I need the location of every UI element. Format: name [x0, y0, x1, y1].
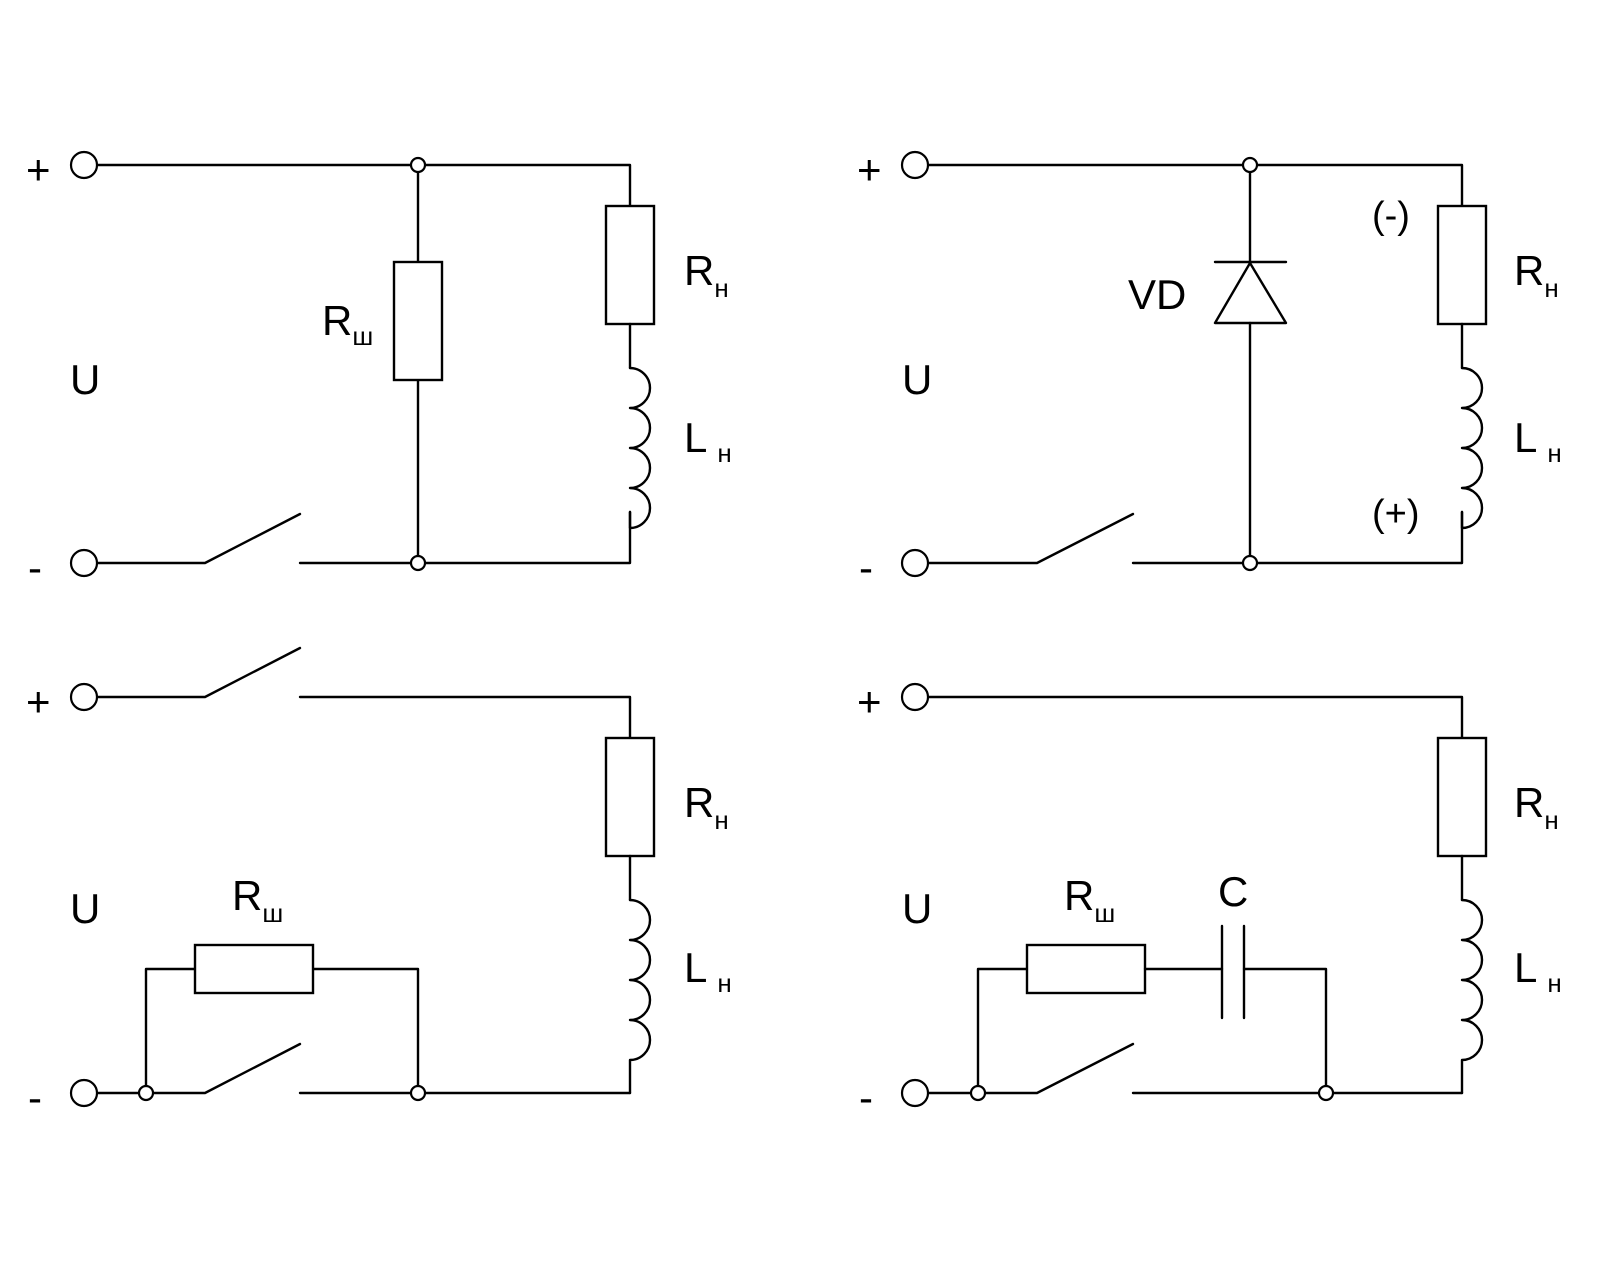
junction-node — [1241, 156, 1259, 174]
junction-node — [409, 156, 427, 174]
minus-sign: - — [859, 1074, 873, 1121]
shunt-resistor-label: Rш — [1064, 872, 1115, 928]
junction-node — [1317, 1084, 1335, 1102]
shunt-resistor-label: Rш — [232, 872, 283, 928]
junction-node — [409, 1084, 427, 1102]
capacitor — [1220, 924, 1246, 1020]
load-resistor-label: Rн — [1514, 247, 1559, 303]
diode — [1213, 260, 1288, 325]
shunt-resistor — [392, 260, 444, 382]
capacitor-label: C — [1218, 868, 1248, 915]
voltage-label: U — [902, 885, 932, 932]
terminal-minus — [900, 548, 930, 578]
diode-label: VD — [1128, 271, 1186, 318]
load-resistor-label: Rн — [684, 247, 729, 303]
shunt-resistor — [1025, 943, 1147, 995]
terminal-plus — [69, 682, 99, 712]
load-inductor — [1460, 898, 1484, 1095]
load-inductor — [628, 898, 652, 1095]
load-resistor — [1436, 204, 1488, 326]
junction-node — [1241, 554, 1259, 572]
plus-sign: + — [26, 678, 51, 725]
junction-node — [409, 554, 427, 572]
voltage-label: U — [70, 885, 100, 932]
voltage-label: U — [902, 356, 932, 403]
terminal-minus — [900, 1078, 930, 1108]
plus-sign: + — [857, 678, 882, 725]
load-resistor-label: Rн — [684, 779, 729, 835]
junction-node — [969, 1084, 987, 1102]
terminal-plus — [69, 150, 99, 180]
terminal-plus — [900, 150, 930, 180]
minus-sign: - — [28, 544, 42, 591]
polarity-minus-label: (-) — [1372, 195, 1410, 237]
terminal-minus — [69, 548, 99, 578]
load-resistor-label: Rн — [1514, 779, 1559, 835]
minus-sign: - — [28, 1074, 42, 1121]
terminal-plus — [900, 682, 930, 712]
shunt-resistor — [193, 943, 315, 995]
polarity-plus-label: (+) — [1372, 493, 1420, 535]
plus-sign: + — [26, 146, 51, 193]
load-inductor — [628, 366, 652, 530]
terminal-minus — [69, 1078, 99, 1108]
plus-sign: + — [857, 146, 882, 193]
load-inductor — [1460, 366, 1484, 530]
load-resistor — [604, 736, 656, 858]
shunt-resistor-label: Rш — [322, 297, 373, 351]
minus-sign: - — [859, 544, 873, 591]
voltage-label: U — [70, 356, 100, 403]
junction-node — [137, 1084, 155, 1102]
load-resistor — [1436, 736, 1488, 858]
load-resistor — [604, 204, 656, 326]
